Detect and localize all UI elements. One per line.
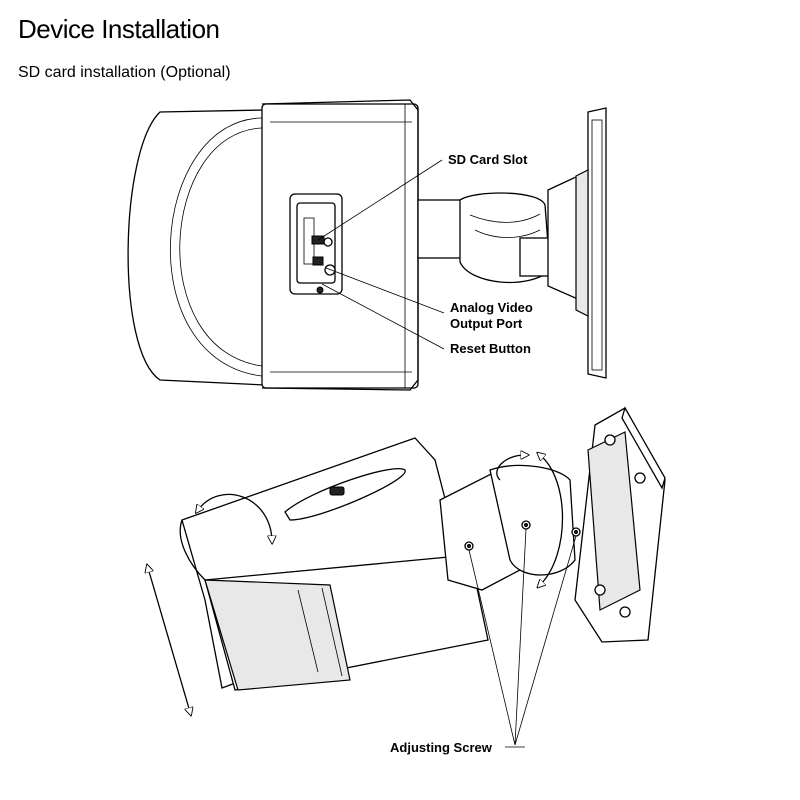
section-subtitle: SD card installation (Optional) <box>18 64 231 81</box>
sd-card-slot-label: SD Card Slot <box>448 152 528 167</box>
reset-button-label: Reset Button <box>450 341 531 356</box>
analog-video-label-line1: Analog Video <box>450 300 533 315</box>
analog-video-label: Analog Video Output Port <box>450 300 533 332</box>
analog-video-label-line2: Output Port <box>450 316 523 331</box>
leader-lines-top <box>317 159 445 350</box>
rotation-arrows <box>148 455 564 712</box>
page-title: Device Installation <box>18 14 220 44</box>
leader-lines-screws <box>468 528 577 748</box>
camera-side-view <box>127 99 607 391</box>
camera-perspective-view <box>179 406 666 691</box>
adjusting-screw-label: Adjusting Screw <box>390 740 492 755</box>
